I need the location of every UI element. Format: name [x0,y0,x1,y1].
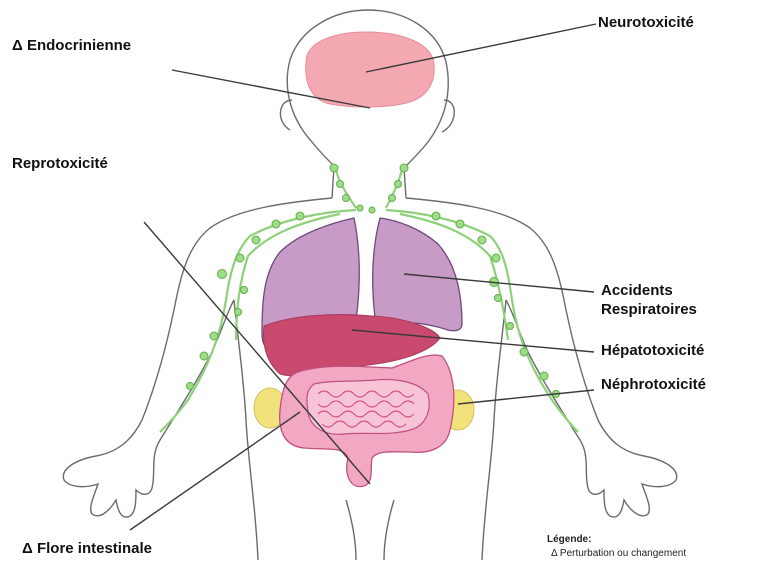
lymph-node [400,164,408,172]
label-neurotoxicity: Neurotoxicité [598,14,694,32]
lymph-node [272,220,280,228]
label-hepatotoxicity: Hépatotoxicité [601,342,704,360]
lymph-node [395,181,402,188]
label-reprotoxicity: Reprotoxicité [12,155,108,173]
lymph-node [330,164,338,172]
legend-title: Légende: [547,534,591,545]
lymph-node [478,236,486,244]
lymph-node [200,352,208,360]
lymph-node [389,195,396,202]
head-left-jaw [312,142,334,166]
lymph-node [369,207,375,213]
label-respiratory-line2: Respiratoires [601,301,697,319]
lymph-node [357,205,363,211]
lymph-vessel-neck-right [386,170,402,208]
lymph-node [296,212,304,220]
lymph-node [252,236,260,244]
right-ear-outline [442,100,454,132]
lymph-node [492,254,500,262]
lymph-node [432,212,440,220]
lymph-node [456,220,464,228]
crotch-outline [346,500,394,560]
lymph-node [235,309,242,316]
lymph-node [343,195,350,202]
lymph-node [520,348,528,356]
leader-nephro [458,390,594,404]
lymph-node [218,270,227,279]
lymph-node [187,383,194,390]
lymph-node [210,332,218,340]
lymph-node [337,181,344,188]
lymph-node [507,323,514,330]
label-intestinal-flora: Δ Flore intestinale [22,540,152,558]
neck-right [404,168,406,198]
left-torso-outline [234,300,258,560]
brain-shape [306,32,435,107]
label-endocrine: Δ Endocrinienne [12,37,131,55]
legend-item: Δ Perturbation ou changement [551,548,686,559]
lymph-node [236,254,244,262]
lymph-vessel-neck-left [336,170,356,208]
leader-flora [130,412,300,530]
lymph-node [540,372,548,380]
label-respiratory-line1: Accidents [601,282,673,300]
lymph-node [241,287,248,294]
lung-right [373,218,462,331]
right-torso-outline [482,300,506,560]
label-nephrotoxicity: Néphrotoxicité [601,376,706,394]
lymph-node [495,295,502,302]
